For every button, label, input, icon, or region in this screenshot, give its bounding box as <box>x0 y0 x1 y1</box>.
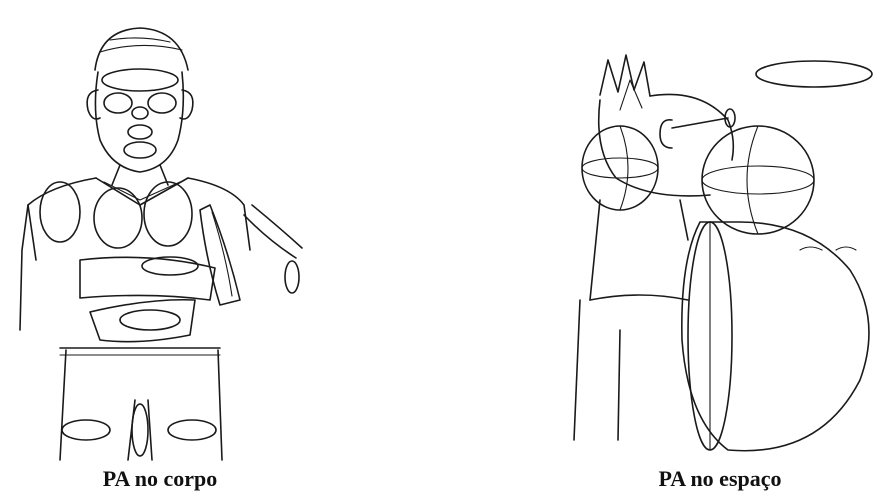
chin-ellipse <box>124 142 156 158</box>
caption-body: PA no corpo <box>60 466 260 492</box>
chest-ellipse-3 <box>144 182 192 246</box>
groin-ellipse <box>132 404 148 456</box>
sphere-back <box>582 126 658 210</box>
cheek-right-ellipse <box>148 93 176 113</box>
chest-ellipse-1 <box>40 182 80 242</box>
cap-outline <box>95 28 188 70</box>
halo-ellipse <box>756 61 872 87</box>
leg-right-ellipse <box>168 420 216 440</box>
sphere-front <box>702 126 814 234</box>
leg-left-ellipse <box>62 420 110 440</box>
abdomen-ellipse-2 <box>120 310 180 330</box>
space-spheres-illustration <box>560 0 882 470</box>
caption-space: PA no espaço <box>620 466 820 492</box>
chest-ellipse-2 <box>94 188 142 248</box>
cheek-left-ellipse <box>104 93 132 113</box>
forehead-ellipse <box>102 69 178 91</box>
mouth-ellipse <box>128 125 152 139</box>
nose-ellipse <box>132 107 148 119</box>
torso-outline <box>20 178 96 330</box>
body-figure-drawing <box>0 0 330 470</box>
space-figure-drawing <box>560 0 882 470</box>
body-points-illustration <box>0 0 330 470</box>
wrist-ellipse <box>285 261 299 293</box>
